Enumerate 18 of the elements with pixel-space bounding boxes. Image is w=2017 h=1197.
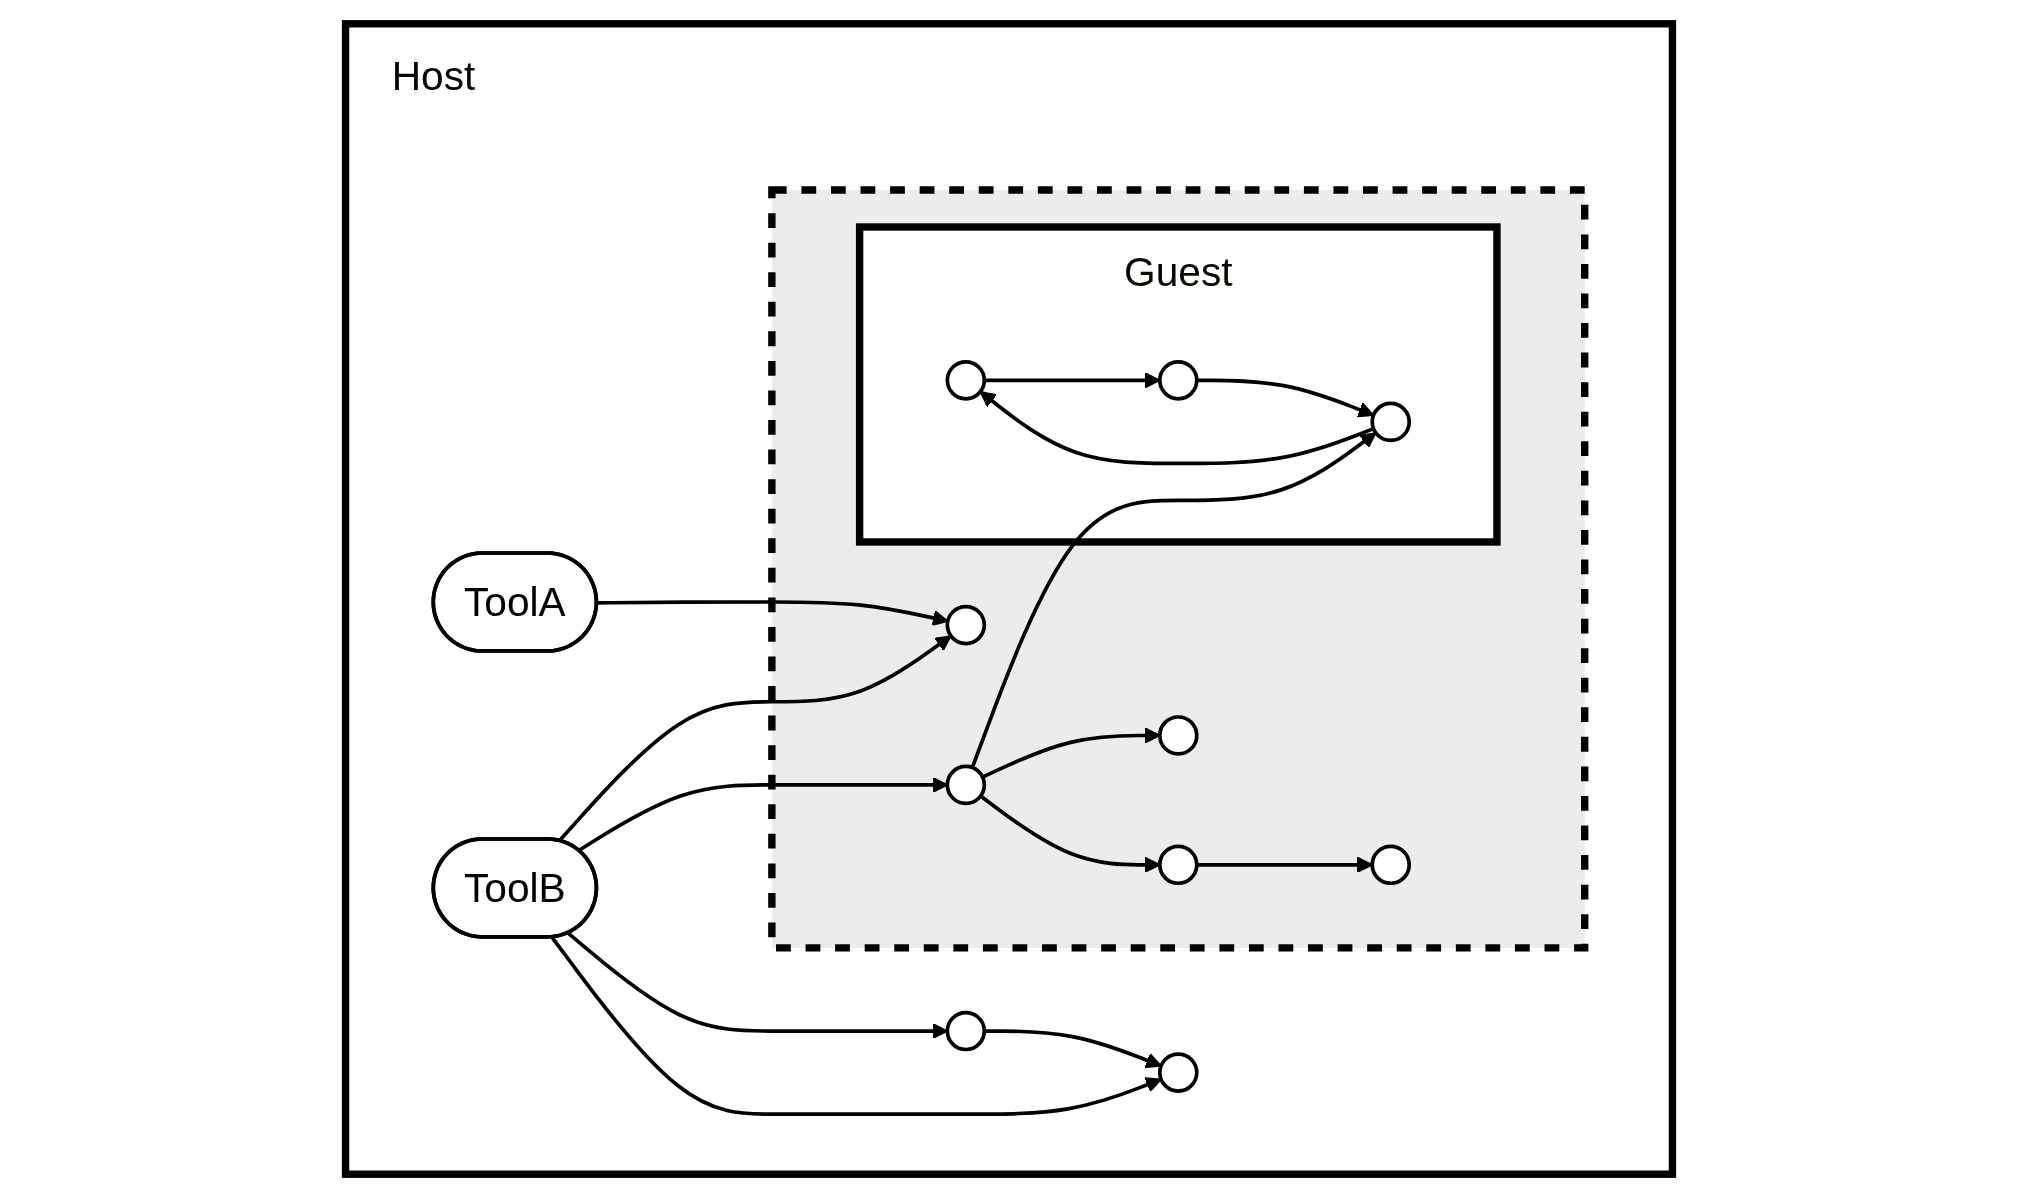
node-circle (1157, 1051, 1199, 1093)
node-circle (945, 764, 986, 805)
node-circle (945, 1010, 986, 1051)
node-circle (1369, 843, 1411, 885)
node-circle (1157, 359, 1199, 401)
arrow (550, 936, 1162, 1116)
node-circle (1157, 714, 1199, 756)
node-circle (945, 359, 986, 401)
arrow (979, 390, 1374, 465)
node-circle (1157, 843, 1199, 885)
node-circle (1369, 401, 1411, 442)
arrow (596, 599, 948, 626)
cluster: Guest (855, 222, 1501, 546)
node-circle (945, 604, 986, 645)
arrow (970, 431, 1377, 768)
arrow (557, 634, 952, 842)
arrow (1196, 377, 1374, 417)
cluster (767, 185, 1588, 952)
